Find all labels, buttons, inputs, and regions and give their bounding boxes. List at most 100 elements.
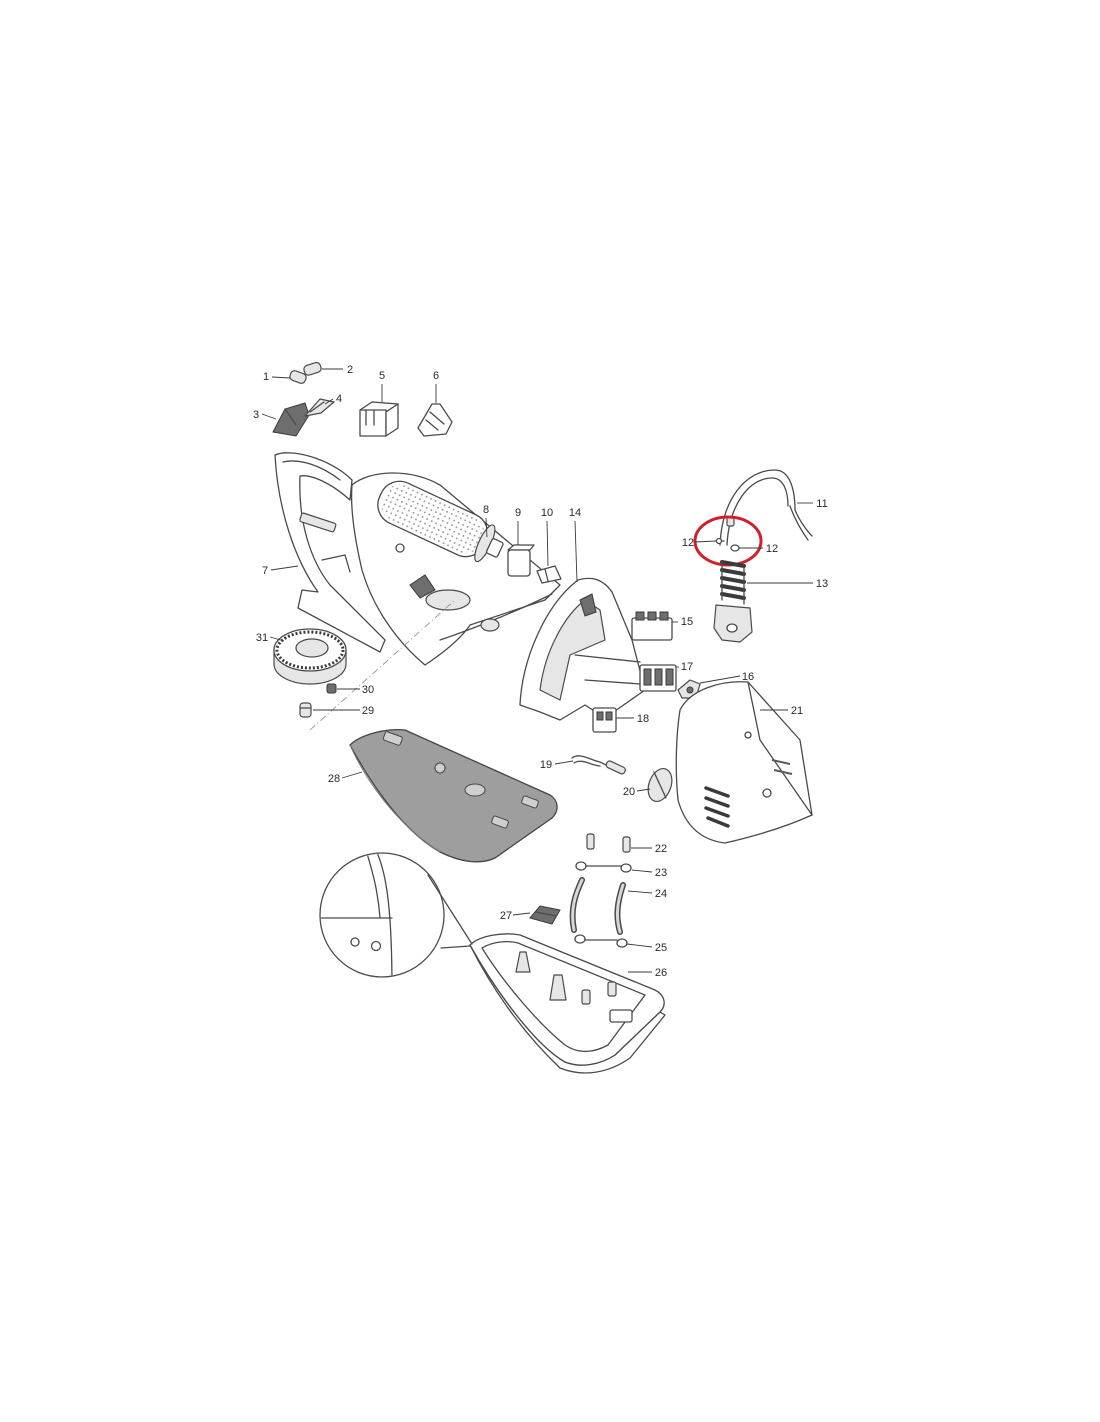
part-23 <box>575 861 632 873</box>
detail-inset <box>319 852 473 978</box>
part-20-knob <box>647 767 673 803</box>
callout-3: 3 <box>253 409 277 421</box>
callout-label: 10 <box>541 507 553 519</box>
callout-10: 10 <box>541 507 553 567</box>
part-13-cord-protector <box>713 560 753 643</box>
callout-label: 14 <box>569 507 581 519</box>
callout-25: 25 <box>626 942 667 954</box>
callout-28: 28 <box>328 771 363 785</box>
callout-label: 28 <box>328 773 340 785</box>
callout-29: 29 <box>313 705 374 717</box>
part-28-soleplate-cover <box>349 729 558 863</box>
part-17 <box>639 664 677 692</box>
callout-8: 8 <box>483 504 489 538</box>
leader-line <box>271 376 291 379</box>
leader-line <box>269 636 285 642</box>
part-15 <box>631 611 673 641</box>
leader-line <box>546 520 549 567</box>
callout-label: 20 <box>623 786 635 798</box>
callout-4: 4 <box>324 393 342 405</box>
leader-line <box>341 771 363 779</box>
part-27 <box>529 905 561 925</box>
callout-9: 9 <box>515 507 521 545</box>
part-5 <box>359 401 399 437</box>
callout-20: 20 <box>623 786 651 798</box>
callout-label: 27 <box>500 910 512 922</box>
callout-23: 23 <box>631 867 667 879</box>
part-8-water-tank <box>377 480 504 563</box>
part-25 <box>574 934 628 948</box>
callout-27: 27 <box>500 910 531 922</box>
callout-17: 17 <box>676 661 693 673</box>
callout-19: 19 <box>540 759 574 771</box>
callout-label: 21 <box>791 705 803 717</box>
callout-1: 1 <box>263 371 291 383</box>
leader-line <box>631 869 653 873</box>
leader-line <box>694 540 717 543</box>
part-1 <box>289 370 307 384</box>
part-9 <box>507 544 535 577</box>
callout-13: 13 <box>747 578 828 590</box>
part-30 <box>326 683 337 694</box>
callout-16: 16 <box>699 671 754 684</box>
part-6 <box>417 403 453 437</box>
part-29 <box>299 702 312 718</box>
callout-label: 11 <box>816 498 827 510</box>
part-31-temperature-dial <box>273 628 347 685</box>
callout-24: 24 <box>627 888 667 900</box>
callout-15: 15 <box>672 616 693 628</box>
part-26-soleplate-base <box>469 933 666 1074</box>
callout-12-right: 12 <box>739 543 778 555</box>
callout-label: 16 <box>742 671 754 683</box>
callout-label: 13 <box>816 578 828 590</box>
leader-line <box>324 398 334 405</box>
callout-label: 12 <box>766 543 778 555</box>
callout-label: 8 <box>483 504 489 516</box>
callout-30: 30 <box>337 684 374 696</box>
callout-label: 5 <box>379 370 385 382</box>
assembly-axis-line <box>309 599 456 731</box>
part-12-small-parts <box>715 516 740 552</box>
leader-line <box>512 912 531 916</box>
callout-18: 18 <box>616 713 649 725</box>
callout-label: 12 <box>682 537 694 549</box>
leader-line <box>574 520 578 583</box>
callout-label: 4 <box>336 393 342 405</box>
callout-2: 2 <box>322 364 353 376</box>
callout-label: 31 <box>256 632 268 644</box>
callout-21: 21 <box>760 705 803 717</box>
callout-label: 19 <box>540 759 552 771</box>
callout-14: 14 <box>569 507 581 583</box>
callout-11: 11 <box>797 498 828 510</box>
callout-label: 22 <box>655 843 667 855</box>
leader-line <box>636 788 651 792</box>
leader-line <box>554 760 574 765</box>
callout-label: 30 <box>362 684 374 696</box>
callout-6: 6 <box>433 370 439 403</box>
callout-label: 17 <box>681 661 693 673</box>
callout-label: 3 <box>253 409 259 421</box>
part-18 <box>592 707 617 733</box>
part-7-handle-shell <box>274 452 386 653</box>
leader-line <box>627 890 653 894</box>
leader-line <box>699 675 741 684</box>
part-24-tubes <box>569 877 626 935</box>
callout-22: 22 <box>631 843 667 855</box>
part-10 <box>536 565 562 584</box>
callout-label: 9 <box>515 507 521 519</box>
part-11-power-cord <box>719 469 813 546</box>
callout-label: 26 <box>655 967 667 979</box>
callout-31: 31 <box>256 632 285 644</box>
callout-label: 23 <box>655 867 667 879</box>
part-19-thermostat-probe <box>571 755 626 775</box>
part-2 <box>303 361 322 376</box>
callout-label: 25 <box>655 942 667 954</box>
leader-line <box>626 943 653 948</box>
callout-label: 1 <box>263 371 269 383</box>
part-21-rear-cover <box>675 681 813 844</box>
callout-label: 7 <box>262 565 268 577</box>
callout-label: 15 <box>681 616 693 628</box>
part-3 <box>272 402 310 437</box>
callout-label: 24 <box>655 888 667 900</box>
